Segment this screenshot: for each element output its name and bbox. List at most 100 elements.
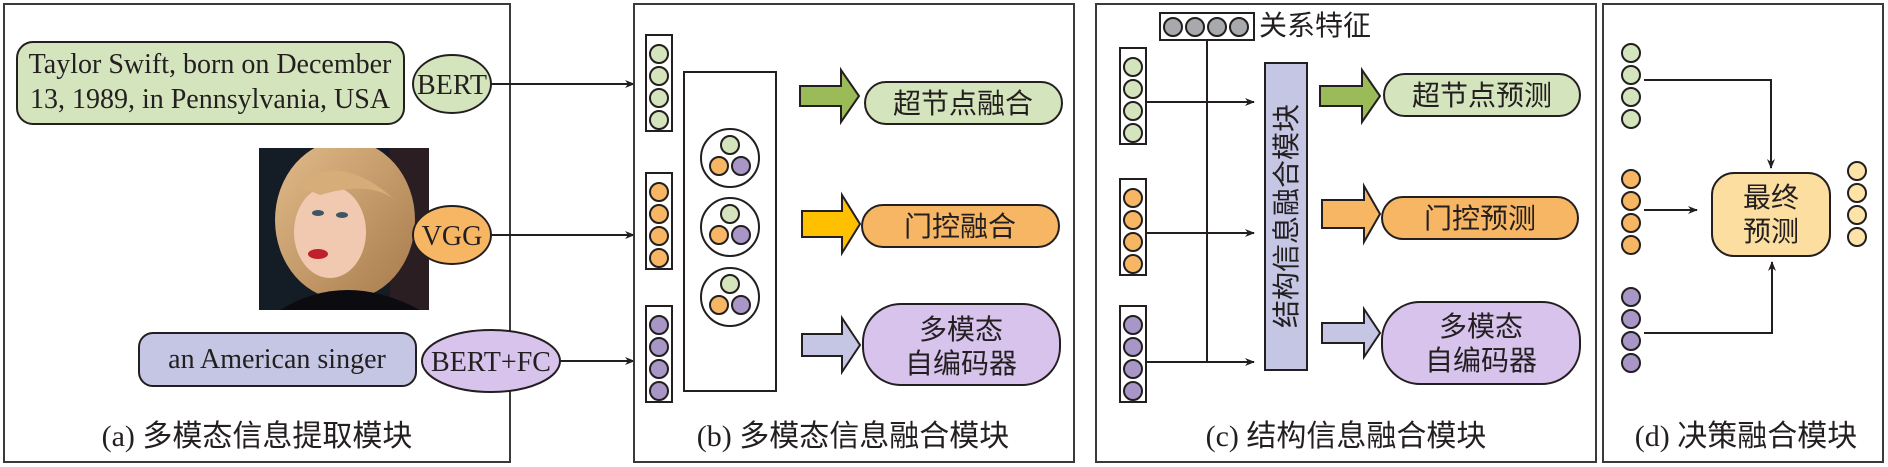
- green-embedding-vector: [645, 34, 673, 132]
- green-input-vector-node: [1123, 57, 1143, 77]
- multimodal-autoencoder-predict-box: 多模态 自编码器: [1381, 301, 1581, 385]
- cluster-purple-node: [731, 295, 751, 315]
- purple-input-vector-node: [1123, 315, 1143, 335]
- supernode-fusion-label: 超节点融合: [893, 88, 1033, 120]
- purple-embedding-vector-node: [649, 315, 669, 335]
- purple-input-vector-node: [1123, 337, 1143, 357]
- orange-embedding-vector-node: [649, 248, 669, 268]
- final-output-vector-node: [1847, 183, 1867, 203]
- cluster-orange-node: [709, 156, 729, 176]
- relation-feature-vector: [1159, 12, 1255, 41]
- text-input-box: Taylor Swift, born on December 13, 1989,…: [16, 41, 405, 125]
- orange-prediction-vector: [1621, 169, 1641, 255]
- arrow-purple-to-final: [1644, 261, 1776, 334]
- orange-embedding-vector-node: [649, 204, 669, 224]
- final-prediction-bg: [1711, 172, 1831, 257]
- final-output-vector-node: [1847, 227, 1867, 247]
- orange-prediction-vector-node: [1621, 169, 1641, 189]
- orange-embedding-vector-node: [649, 182, 669, 202]
- attribute-input-text: an American singer: [168, 344, 386, 375]
- multimodal-autoencoder-predict-line2: 自编码器: [1425, 345, 1537, 377]
- cluster-purple-node: [731, 156, 751, 176]
- fusion-cluster: [700, 128, 760, 188]
- panel-c-caption: (c) 结构信息融合模块: [1206, 420, 1487, 453]
- purple-prediction-vector-node: [1621, 353, 1641, 373]
- arrow-gated-fusion-icon: [801, 191, 862, 257]
- attribute-input-box-bg: [138, 332, 417, 387]
- panel-a-extraction: Taylor Swift, born on December 13, 1989,…: [3, 3, 635, 463]
- green-prediction-vector-node: [1621, 43, 1641, 63]
- cluster-orange-node: [709, 295, 729, 315]
- gated-predict-bg: [1381, 196, 1579, 240]
- purple-embedding-vector: [645, 305, 673, 403]
- supernode-predict-label: 超节点预测: [1412, 80, 1552, 112]
- green-embedding-vector-node: [649, 88, 669, 108]
- panel-c-vectors: [1119, 47, 1147, 403]
- portrait-photo: [259, 148, 429, 310]
- arrow-green-to-final: [1644, 79, 1775, 169]
- green-prediction-vector: [1621, 43, 1641, 129]
- purple-input-vector-node: [1123, 359, 1143, 379]
- green-embedding-vector-node: [649, 66, 669, 86]
- fusion-container: [683, 71, 777, 392]
- panel-b-vectors: [645, 34, 673, 403]
- gated-predict-box: 门控预测: [1381, 196, 1579, 240]
- panel-b-fusion: 超节点融合 门控融合 多模态 自编码器 (b) 多模态信息融合模块: [633, 3, 1075, 463]
- final-prediction-box: 最终 预测: [1711, 172, 1831, 257]
- orange-input-vector-node: [1123, 254, 1143, 274]
- relation-node: [1207, 17, 1227, 37]
- structure-fusion-module-label: 结构信息融合模块: [1271, 104, 1303, 328]
- green-prediction-vector-node: [1621, 87, 1641, 107]
- green-input-vector-node: [1123, 79, 1143, 99]
- orange-input-vector: [1119, 178, 1147, 276]
- arrow-supernode-predict-icon: [1319, 66, 1382, 126]
- purple-embedding-vector-node: [649, 337, 669, 357]
- purple-prediction-vector-node: [1621, 331, 1641, 351]
- final-prediction-line2: 预测: [1743, 217, 1799, 248]
- supernode-fusion-box: 超节点融合: [864, 81, 1063, 125]
- relation-node: [1185, 17, 1205, 37]
- relation-node: [1163, 17, 1183, 37]
- purple-input-vector-node: [1123, 381, 1143, 401]
- green-input-vector-node: [1123, 101, 1143, 121]
- relation-feature-label: 关系特征: [1259, 10, 1371, 42]
- final-output-vector-node: [1847, 161, 1867, 181]
- panel-d-vectors: [1621, 43, 1867, 373]
- green-prediction-vector-node: [1621, 109, 1641, 129]
- relation-node: [1229, 17, 1249, 37]
- purple-embedding-vector-node: [649, 359, 669, 379]
- purple-prediction-vector: [1621, 287, 1641, 373]
- arrow-gated-predict-icon: [1321, 182, 1382, 246]
- text-input-box-bg: [16, 41, 405, 125]
- green-input-vector-node: [1123, 123, 1143, 143]
- orange-prediction-vector-node: [1621, 213, 1641, 233]
- bert-fc-encoder-label: BERT+FC: [431, 347, 551, 378]
- gated-fusion-bg: [861, 204, 1060, 248]
- bert-fc-encoder: BERT+FC: [421, 329, 561, 393]
- vgg-encoder: VGG: [412, 205, 492, 265]
- multimodal-autoencoder-line1: 多模态: [919, 314, 1003, 346]
- green-embedding-vector-node: [649, 110, 669, 130]
- fusion-cluster: [700, 267, 760, 327]
- purple-embedding-vector-node: [649, 381, 669, 401]
- purple-prediction-vector-node: [1621, 287, 1641, 307]
- green-prediction-vector-node: [1621, 65, 1641, 85]
- orange-input-vector-node: [1123, 232, 1143, 252]
- multimodal-autoencoder-box: 多模态 自编码器: [862, 303, 1061, 386]
- panel-c-structure: 关系特征 结构信息融合模块 超节点预测 门控预测 多模态 自编码器 (c) 结构…: [1095, 3, 1597, 463]
- bert-encoder: BERT: [412, 54, 492, 114]
- text-input-line2: 13, 1989, in Pennsylvania, USA: [30, 84, 391, 115]
- multimodal-autoencoder-predict-bg: [1381, 301, 1581, 385]
- orange-input-vector-node: [1123, 210, 1143, 230]
- panel-a-caption: (a) 多模态信息提取模块: [102, 420, 413, 453]
- orange-embedding-vector: [645, 172, 673, 270]
- cluster-orange-node: [709, 225, 729, 245]
- text-input-line1: Taylor Swift, born on December: [29, 49, 392, 80]
- final-output-vector: [1847, 161, 1867, 247]
- final-prediction-line1: 最终: [1743, 182, 1799, 214]
- supernode-fusion-bg: [864, 81, 1063, 125]
- orange-input-vector-node: [1123, 188, 1143, 208]
- multimodal-autoencoder-line2: 自编码器: [905, 348, 1017, 380]
- gated-fusion-label: 门控融合: [904, 211, 1016, 243]
